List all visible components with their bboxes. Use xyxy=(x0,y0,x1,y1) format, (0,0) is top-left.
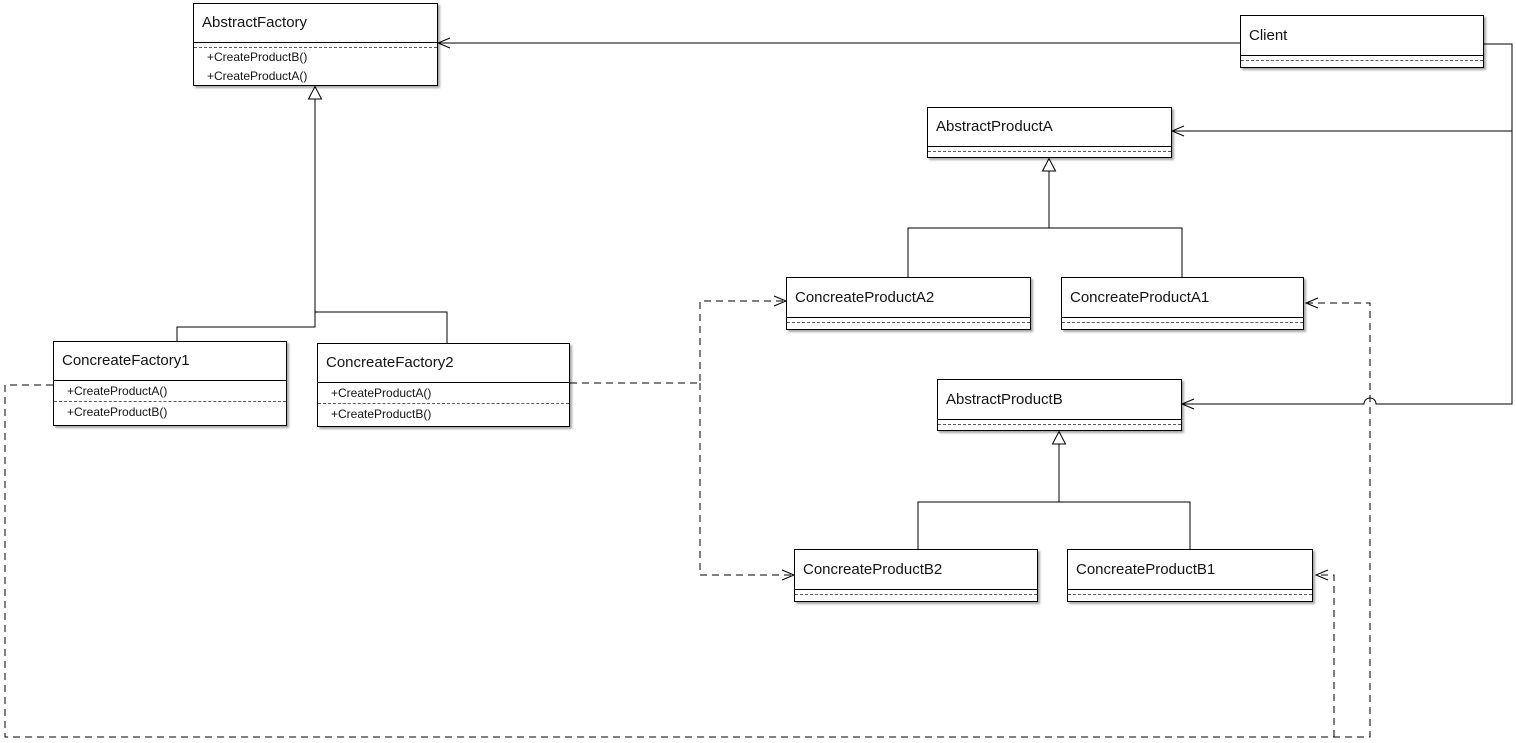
compartment-separator xyxy=(938,424,1181,425)
compartment-separator xyxy=(1241,60,1483,61)
generalization-products-b-line xyxy=(917,444,1191,549)
compartment-separator xyxy=(318,403,569,404)
compartment-separator xyxy=(795,594,1037,595)
method-label: +CreateProductA() xyxy=(67,384,168,398)
generalization-triangle-abstractfactory xyxy=(307,85,323,100)
compartment-separator xyxy=(928,151,1171,152)
class-concreatefactory2[interactable]: ConcreateFactory2 +CreateProductA() +Cre… xyxy=(317,343,570,427)
compartment-separator xyxy=(1068,594,1312,595)
class-concreateproductb2[interactable]: ConcreateProductB2 xyxy=(794,549,1038,602)
class-title: ConcreateFactory1 xyxy=(54,342,286,381)
class-title: ConcreateProductB1 xyxy=(1068,550,1312,590)
dependency-factory2-productb2 xyxy=(699,383,792,576)
compartment-separator xyxy=(787,322,1030,323)
dependency-factory2-producta2 xyxy=(570,300,784,384)
arrowhead-into-producta1 xyxy=(1304,297,1319,309)
class-abstractproducta[interactable]: AbstractProductA xyxy=(927,107,1172,158)
class-abstractfactory[interactable]: AbstractFactory +CreateProductB() +Creat… xyxy=(193,3,438,86)
generalization-triangle-abstractproductb xyxy=(1051,430,1067,445)
method-label: +CreateProductB() xyxy=(331,407,432,421)
class-concreateproductb1[interactable]: ConcreateProductB1 xyxy=(1067,549,1313,602)
class-concreateproducta1[interactable]: ConcreateProductA1 xyxy=(1061,277,1304,330)
class-title: AbstractProductB xyxy=(938,380,1181,420)
generalization-products-a-line xyxy=(907,171,1183,277)
class-title: ConcreateProductA2 xyxy=(787,278,1030,318)
compartment-separator xyxy=(54,401,286,402)
generalization-triangle-abstractproducta xyxy=(1041,157,1057,172)
compartment-separator xyxy=(194,47,437,48)
class-abstractproductb[interactable]: AbstractProductB xyxy=(937,379,1182,431)
dependency-factory1-productb1 xyxy=(1318,574,1335,737)
class-title: Client xyxy=(1241,16,1483,56)
arrowhead-into-abstractfactory xyxy=(436,37,451,49)
method-label: +CreateProductB() xyxy=(207,50,308,64)
method-label: +CreateProductA() xyxy=(331,386,432,400)
compartment-separator xyxy=(1062,322,1303,323)
association-client-abstractproducta xyxy=(1173,43,1513,132)
class-title: ConcreateProductB2 xyxy=(795,550,1037,590)
arrowhead-into-productb1 xyxy=(1314,569,1329,581)
arrowhead-into-abstractproductb xyxy=(1180,398,1195,410)
method-label: +CreateProductA() xyxy=(207,69,308,83)
method-label: +CreateProductB() xyxy=(67,405,168,419)
class-concreateproducta2[interactable]: ConcreateProductA2 xyxy=(786,277,1031,330)
arrowhead-into-abstractproducta xyxy=(1170,125,1185,137)
class-client[interactable]: Client xyxy=(1240,15,1484,68)
class-title: AbstractFactory xyxy=(194,4,437,43)
class-title: AbstractProductA xyxy=(928,108,1171,147)
generalization-factories-line xyxy=(176,99,448,343)
class-title: ConcreateFactory2 xyxy=(318,344,569,383)
association-client-abstractproductb xyxy=(1183,131,1513,405)
class-concreatefactory1[interactable]: ConcreateFactory1 +CreateProductA() +Cre… xyxy=(53,341,287,426)
dependency-factory1-producta1 xyxy=(4,302,1371,738)
class-title: ConcreateProductA1 xyxy=(1062,278,1303,318)
